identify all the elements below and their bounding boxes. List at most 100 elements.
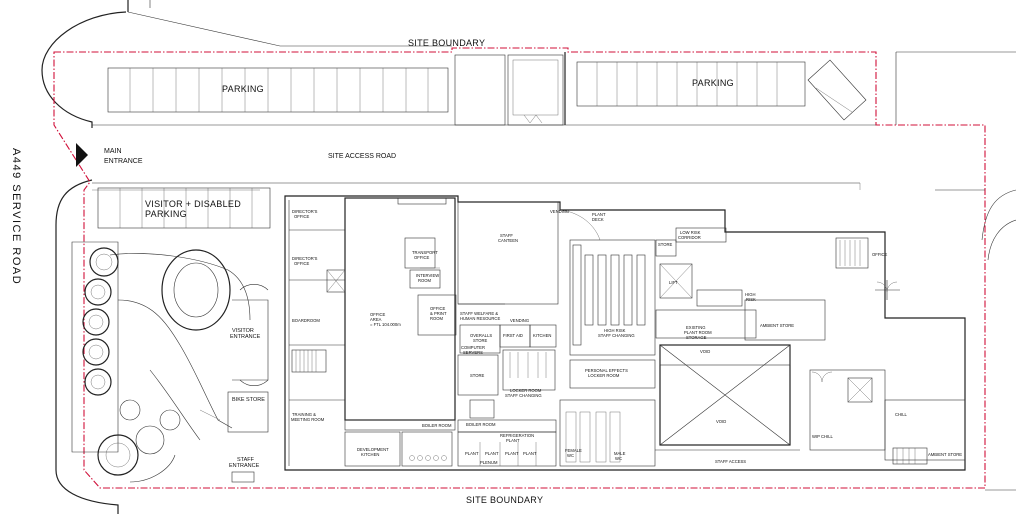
a449-road-label: A449 SERVICE ROAD <box>10 148 22 285</box>
room-staff-welfare-2: HUMAN RESOURCE <box>460 316 500 321</box>
room-office-right: OFFICE <box>872 252 888 257</box>
room-boardroom: BOARDROOM <box>292 318 320 323</box>
room-computer-2: SERVERS <box>463 350 483 355</box>
void-area <box>655 237 966 465</box>
room-office-area-3: = FTL 104.000m <box>370 322 401 327</box>
room-wip-chill: WIP CHILL <box>812 434 834 439</box>
room-personal-effects-1: PERSONAL EFFECTS <box>585 368 628 373</box>
room-high-risk-changing-2: STAFF CHANGING <box>598 333 635 338</box>
room-personal-effects-2: LOCKER ROOM <box>588 373 620 378</box>
room-chill: CHILL <box>895 412 908 417</box>
visitor-parking-bays <box>97 187 271 229</box>
room-boiler-1: BOILER ROOM <box>422 423 452 428</box>
room-overalls-2: STORE <box>473 338 488 343</box>
kerb-right-lower <box>981 189 1016 491</box>
room-low-risk-2: CORRIDOR <box>678 235 701 240</box>
room-plant-deck-1: PLANT <box>592 212 606 217</box>
room-directors-office-2b: OFFICE <box>294 261 310 266</box>
room-void-mid: VOID <box>716 419 726 424</box>
room-male-1: MALE <box>614 451 626 456</box>
room-boiler-2: BOILER ROOM <box>466 422 496 427</box>
room-refrigeration-2: PLANT <box>506 438 520 443</box>
room-high-risk: HIGH <box>745 292 755 297</box>
room-computer-1: COMPUTER <box>461 345 485 350</box>
room-existing-plant-1: EXISTING <box>686 325 706 330</box>
office-wing <box>289 197 457 467</box>
parking-left-label: PARKING <box>222 84 264 94</box>
room-office-print-2: & PRINT <box>430 311 447 316</box>
room-low-risk-1: LOW RISK <box>680 230 701 235</box>
room-plant-3: PLANT <box>505 451 519 456</box>
trees <box>82 247 181 476</box>
room-staff-welfare-1: STAFF WELFARE & <box>460 311 498 316</box>
room-male-2: WC <box>615 456 622 461</box>
room-plant-deck-2: DECK <box>592 217 604 222</box>
gatehouse <box>454 54 564 126</box>
room-vending-top: VENDING <box>550 209 569 214</box>
room-plenum: PLENUM <box>480 460 498 465</box>
room-staff-access: STAFF ACCESS <box>715 459 746 464</box>
room-staff-canteen-2: CANTEEN <box>498 238 518 243</box>
room-existing-plant-2: PLANT ROOM <box>684 330 712 335</box>
visitor-entrance-label-1: VISITOR <box>232 328 254 334</box>
room-store-top: STORE <box>658 242 673 247</box>
room-directors-office-1a: DIRECTOR'S <box>292 209 318 214</box>
room-high-risk-b: RISK <box>746 297 756 302</box>
room-staff-canteen-1: STAFF <box>500 233 513 238</box>
site-boundary-line <box>53 47 986 489</box>
room-kitchen: KITCHEN <box>533 333 551 338</box>
room-training-2: MEETING ROOM <box>291 417 325 422</box>
staff-entrance-label-2: ENTRANCE <box>229 463 260 469</box>
main-entrance-arrow-icon <box>76 143 88 167</box>
kerb-line-top-right <box>127 11 452 47</box>
room-development-2: KITCHEN <box>361 452 379 457</box>
room-void-top: VOID <box>700 349 710 354</box>
room-ambient-store-bottom: AMBIENT STORE <box>928 452 962 457</box>
room-overalls-1: OVERALLS <box>470 333 492 338</box>
room-ambient-store-top: AMBIENT STORE <box>760 323 794 328</box>
parking-bays-left <box>107 67 449 113</box>
kerb-line-left-lower <box>55 179 119 514</box>
canteen-block <box>457 201 601 467</box>
room-high-risk-changing-1: HIGH RISK <box>604 328 626 333</box>
room-plant-2: PLANT <box>485 451 499 456</box>
room-plant-1: PLANT <box>465 451 479 456</box>
main-entrance-label-1: MAIN <box>104 148 122 155</box>
room-office-print-3: ROOM <box>430 316 444 321</box>
room-plant-4: PLANT <box>523 451 537 456</box>
room-interview-2: ROOM <box>418 278 432 283</box>
site-boundary-bottom-label: SITE BOUNDARY <box>466 495 543 505</box>
staff-entrance-label-1: STAFF <box>237 457 255 463</box>
room-directors-office-1b: OFFICE <box>294 214 310 219</box>
visitor-entrance-label-2: ENTRANCE <box>230 334 261 340</box>
room-existing-plant-3: STORAGE <box>686 335 707 340</box>
room-directors-office-2a: DIRECTOR'S <box>292 256 318 261</box>
room-staff-changing-1: LOCKER ROOM <box>510 388 542 393</box>
parking-bays-right <box>576 59 867 121</box>
room-female-2: WC <box>567 453 574 458</box>
main-entrance-label-2: ENTRANCE <box>104 158 143 165</box>
changing-rooms <box>559 227 743 467</box>
room-development-1: DEVELOPMENT <box>357 447 389 452</box>
room-first-aid: FIRST AID <box>503 333 523 338</box>
room-female-1: FEMALE <box>565 448 582 453</box>
room-interview-1: INTERVIEW <box>416 273 439 278</box>
room-office-print-1: OFFICE <box>430 306 446 311</box>
room-transport-2: OFFICE <box>414 255 430 260</box>
kerb-right <box>895 51 1016 125</box>
site-access-road-label: SITE ACCESS ROAD <box>328 153 396 160</box>
parking-right-label: PARKING <box>692 78 734 88</box>
room-training-1: TRAINING & <box>292 412 316 417</box>
landscape-area <box>71 241 269 483</box>
room-office-area-2: AREA <box>370 317 382 322</box>
room-refrigeration-1: REFRIGERATION <box>500 433 534 438</box>
bike-store-label: BIKE STORE <box>232 397 265 403</box>
room-store-mid: STORE <box>470 373 485 378</box>
room-transport-1: TRANSPORT <box>412 250 438 255</box>
visitor-parking-label-2: PARKING <box>145 209 187 219</box>
site-boundary-top-label: SITE BOUNDARY <box>408 38 485 48</box>
room-lift: LIFT <box>669 280 678 285</box>
room-office-area-1: OFFICE <box>370 312 386 317</box>
room-vending-mid: VENDING <box>510 318 529 323</box>
